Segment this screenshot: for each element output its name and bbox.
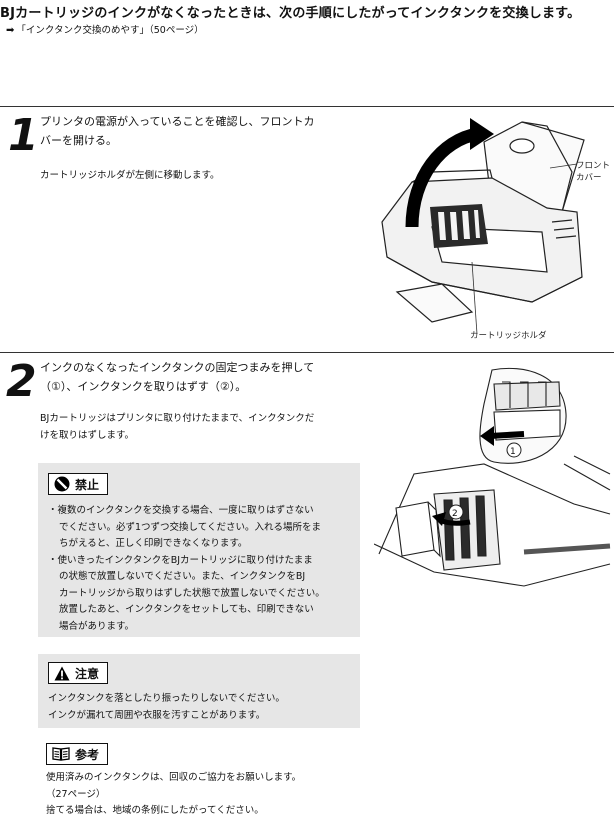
step-1-title-line: プリンタの電源が入っていることを確認し、フロントカ <box>40 115 315 128</box>
prohibited-line: 放置したあと、インクタンクをセットしても、印刷できない <box>59 604 314 615</box>
prohibited-notice-box: 禁止 ・複数のインクタンクを交換する場合、一度に取りはずさない でください。必ず… <box>38 463 360 637</box>
prohibited-line: 場合があります。 <box>59 620 135 632</box>
step-2-title-line: インクのなくなったインクタンクの固定つまみを押して <box>40 361 315 374</box>
cartridge-holder-callout: カートリッジホルダ <box>470 330 547 341</box>
right-arrow-icon: ➡ <box>6 25 15 36</box>
diagram-label-1: 1 <box>510 447 516 457</box>
prohibited-line: ・複数のインクタンクを交換する場合、一度に取りはずさない <box>48 505 314 516</box>
page-reference-link[interactable]: ➡「インクタンク交換のめやす」（50ページ） <box>6 22 204 36</box>
prohibited-badge: 禁止 <box>48 473 109 495</box>
prohibited-line: ・使いきったインクタンクをBJカートリッジに取り付けたまま <box>48 554 313 566</box>
caution-badge: 注意 <box>48 662 109 684</box>
reference-line: 使用済みのインクタンクは、回収のご協力をお願いします。 <box>46 772 302 783</box>
front-cover-callout: フロント <box>576 161 610 171</box>
caution-text: インクタンクを落としたり振ったりしないでください。 インクが漏れて周囲や衣服を汚… <box>48 691 285 724</box>
step-2-title-line: （①）、インクタンクを取りはずす（②）。 <box>40 380 247 393</box>
caution-notice-box: 注意 インクタンクを落としたり振ったりしないでください。 インクが漏れて周囲や衣… <box>38 654 360 728</box>
caution-label: 注意 <box>75 666 100 681</box>
caution-line: インクタンクを落としたり振ったりしないでください。 <box>48 693 285 704</box>
reference-badge: 参考 <box>46 743 109 765</box>
prohibited-line: ちがえると、正しく印刷できなくなります。 <box>59 538 248 549</box>
reference-label: 参考 <box>75 747 100 762</box>
prohibited-line: の状態で放置しないでください。また、インクタンクをBJ <box>59 571 306 582</box>
step-2-title: インクのなくなったインクタンクの固定つまみを押して （①）、インクタンクを取りは… <box>40 358 370 396</box>
reference-badge-wrap: 参考 <box>46 743 109 765</box>
front-cover-callout: カバー <box>576 173 602 183</box>
reference-page-link[interactable]: （27ページ） <box>46 788 106 800</box>
step-1-note: カートリッジホルダが左側に移動します。 <box>40 170 220 181</box>
reference-text: 使用済みのインクタンクは、回収のご協力をお願いします。 （27ページ） 捨てる場… <box>46 770 301 818</box>
step-2-note-line: けを取りはずします。 <box>40 430 135 441</box>
step-2-note-line: BJカートリッジはプリンタに取り付けたままで、インクタンクだ <box>40 413 315 424</box>
warning-triangle-icon <box>54 666 70 680</box>
diagram-label-2: 2 <box>452 509 458 519</box>
reference-line: 捨てる場合は、地域の条例にしたがってください。 <box>46 805 264 816</box>
step-2-number: 2 <box>6 356 37 407</box>
page-heading: BJカートリッジのインクがなくなったときは、次の手順にしたがってインクタンクを交… <box>0 6 581 21</box>
section-divider <box>0 106 614 107</box>
book-icon <box>52 747 70 761</box>
prohibited-label: 禁止 <box>75 477 100 492</box>
caution-line: インクが漏れて周囲や衣服を汚すことがあります。 <box>48 709 266 721</box>
section-divider <box>0 352 614 353</box>
step-1-number: 1 <box>8 110 39 161</box>
step-2-note: BJカートリッジはプリンタに取り付けたままで、インクタンクだ けを取りはずします… <box>40 410 370 444</box>
no-entry-icon <box>54 476 70 492</box>
step-1-title-line: バーを開ける。 <box>40 134 117 147</box>
step-1-title: プリンタの電源が入っていることを確認し、フロントカ バーを開ける。 <box>40 112 360 150</box>
ink-tank-removal-illustration: 1 2 <box>374 367 611 587</box>
printer-open-cover-illustration: フロント カバー カートリッジホルダ <box>381 118 610 341</box>
reference-link-text: 「インクタンク交換のめやす」（50ページ） <box>16 25 204 36</box>
prohibited-text: ・複数のインクタンクを交換する場合、一度に取りはずさない でください。必ず1つず… <box>48 503 356 635</box>
prohibited-line: でください。必ず1つずつ交換してください。入れる場所をま <box>59 521 321 533</box>
prohibited-line: カートリッジから取りはずした状態で放置しないでください。 <box>59 587 325 599</box>
